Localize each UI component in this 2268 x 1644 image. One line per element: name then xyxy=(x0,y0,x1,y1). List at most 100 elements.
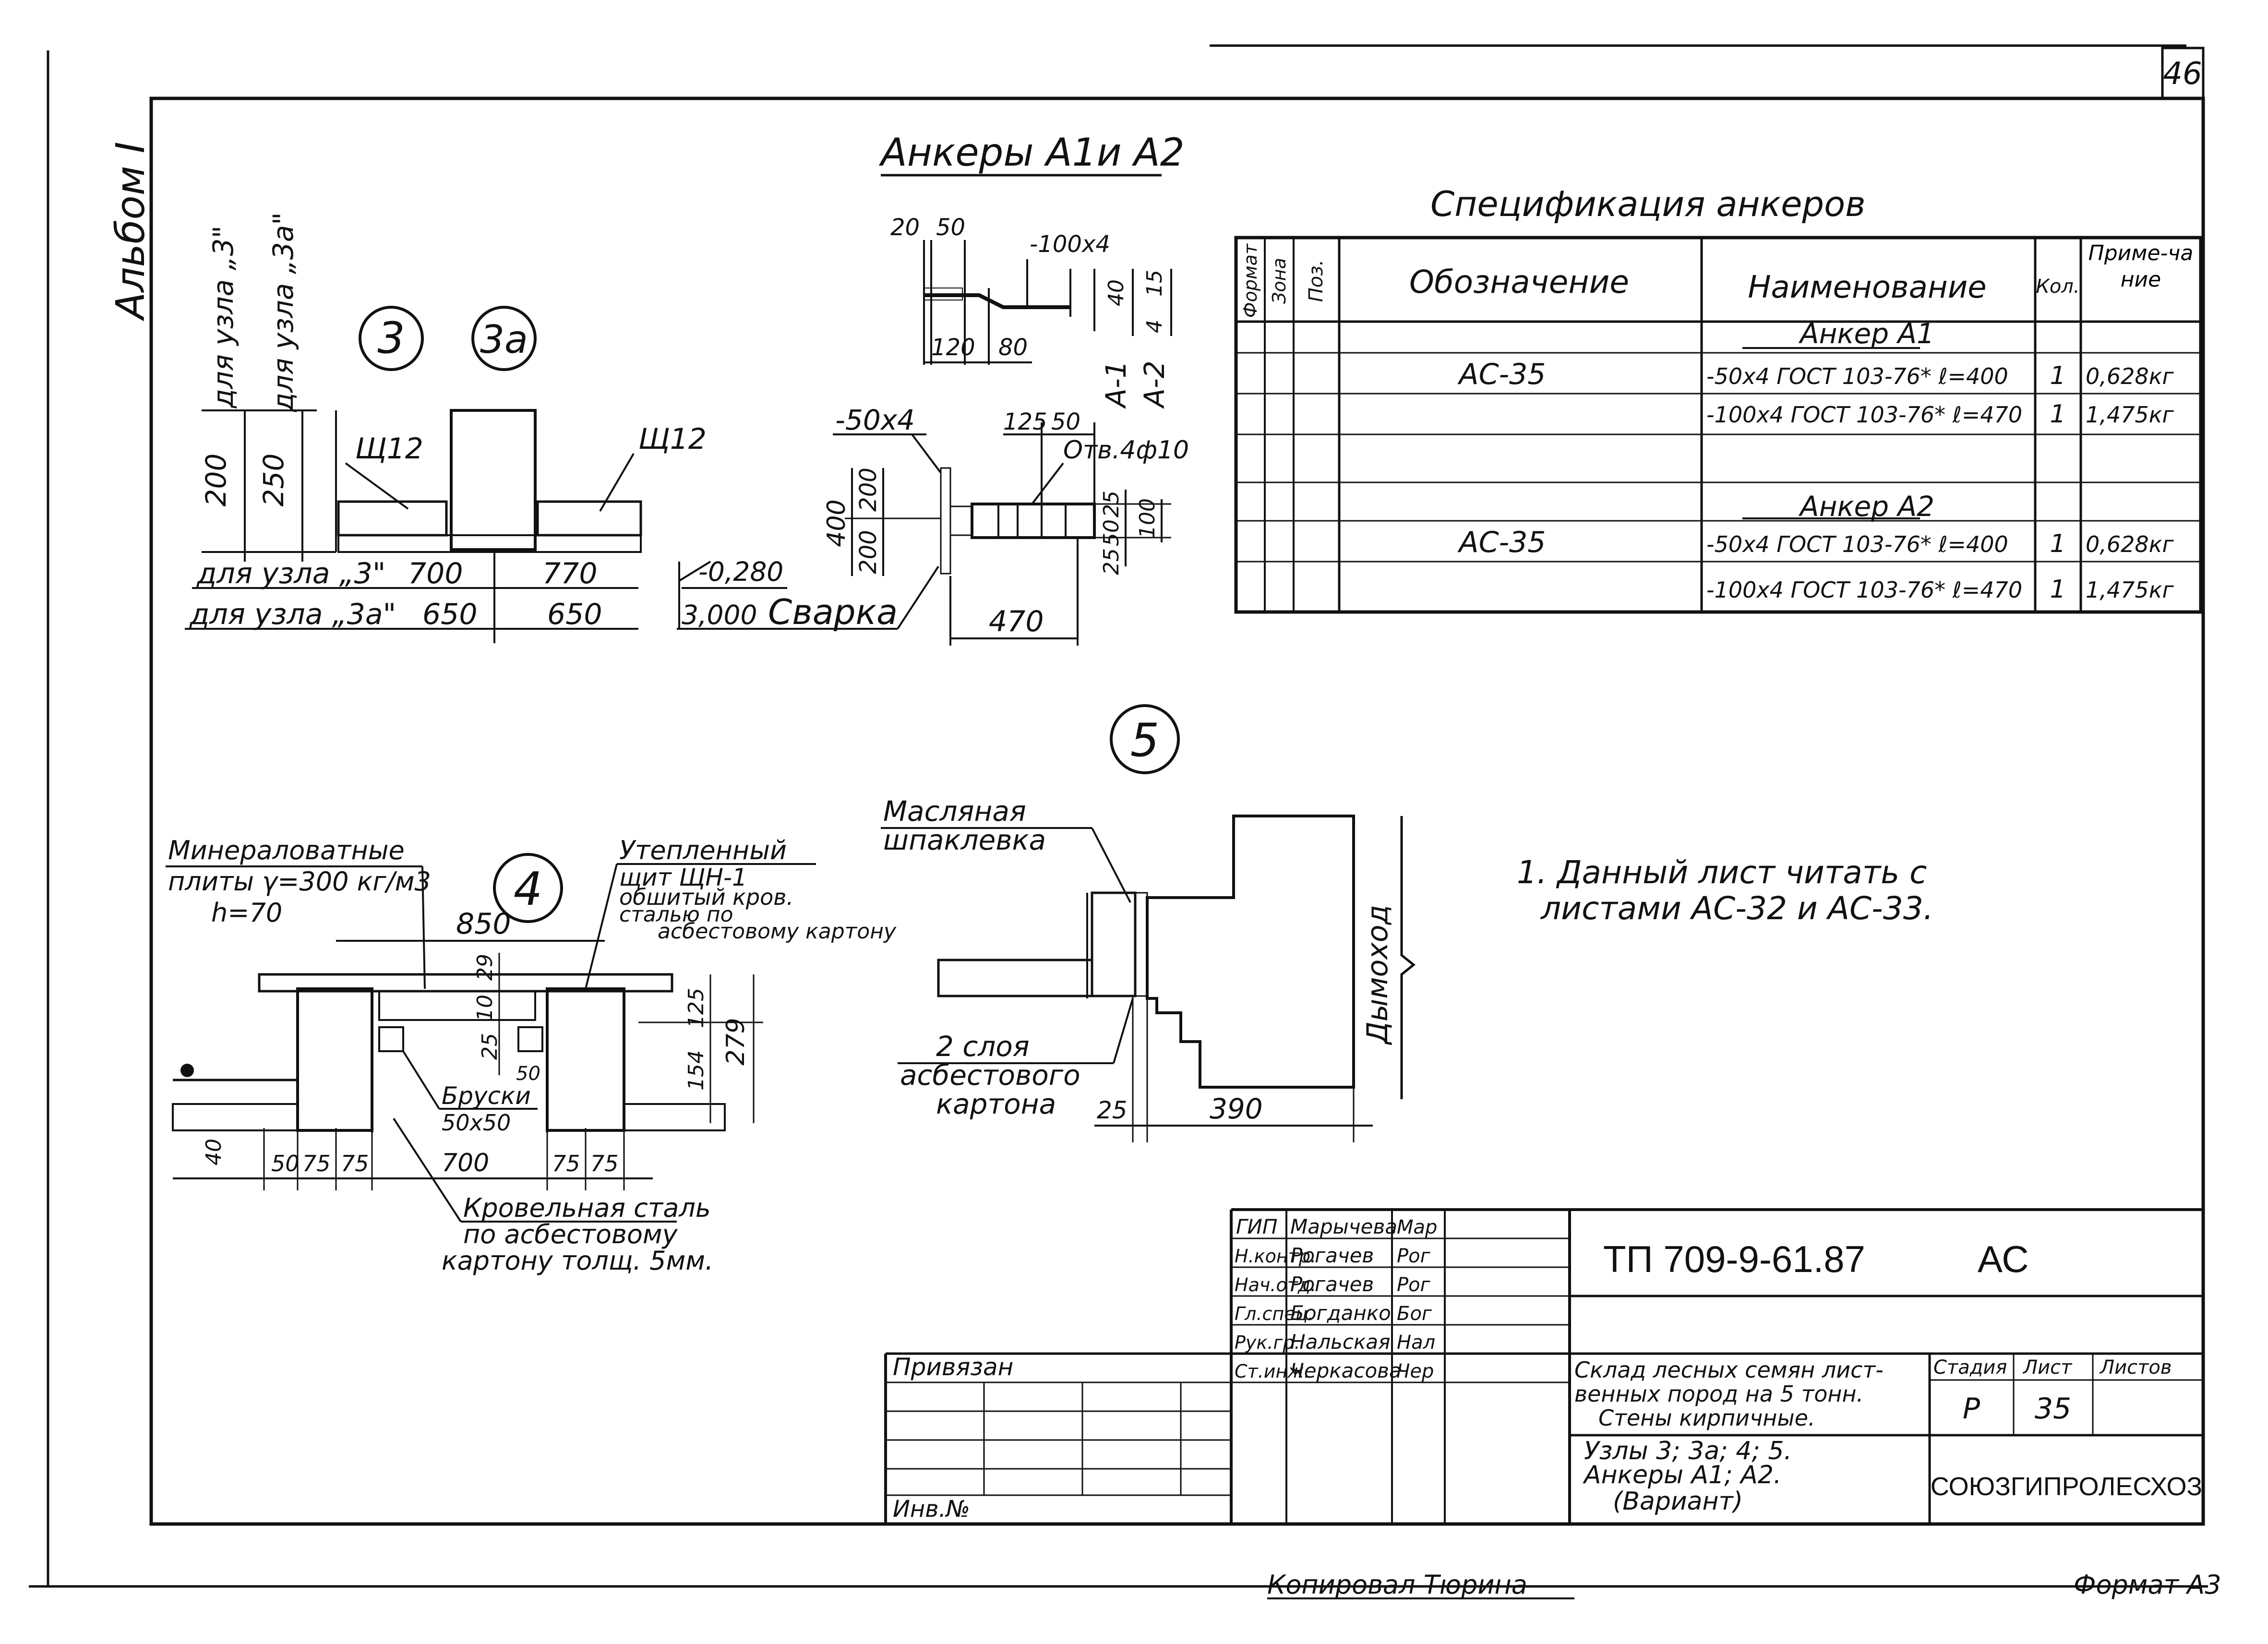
dim-75b: 75 xyxy=(341,1151,369,1176)
chimney-label: Дымоход xyxy=(1361,905,1394,1045)
spec-row-note: 1,475кг xyxy=(2086,402,2174,428)
anchor-d125: 125 xyxy=(1003,408,1047,435)
asbestos-label: асбестовому картону xyxy=(658,919,897,944)
dim-40: 40 xyxy=(202,1139,226,1165)
node4-right-post xyxy=(546,987,625,1132)
node-5-label: 5 xyxy=(1130,714,1159,767)
anchor-a2: А-2 xyxy=(1138,360,1171,409)
anchor-d25b: 25 xyxy=(1099,548,1124,575)
object-line-1: Склад лесных семян лист- xyxy=(1574,1357,1884,1383)
note-line-2: листами АС-32 и АС-33. xyxy=(1540,890,1933,927)
spec-header-pos: Поз. xyxy=(1305,260,1327,302)
dim-125: 125 xyxy=(684,988,708,1028)
spec-row-note: 0,628кг xyxy=(2086,531,2174,557)
staff-sign: Рог xyxy=(1397,1245,1431,1267)
spec-header-note: Приме-чание xyxy=(2088,241,2194,292)
dim-29: 29 xyxy=(473,954,497,981)
roof-steel: Кровельная сталь xyxy=(463,1193,711,1223)
copied-by: Копировал Тюрина xyxy=(1267,1570,1527,1600)
spec-header-designation: Обозначение xyxy=(1409,264,1629,300)
cardboard-thickness: картону толщ. 5мм. xyxy=(442,1246,713,1276)
h70: h=70 xyxy=(211,898,282,928)
plates-density: плиты γ=300 кг/м3 xyxy=(168,866,431,897)
spec-row: АС-35 -50х4 ГОСТ 103-76* ℓ=400 1 0,628кг xyxy=(1457,358,2174,391)
stage-header: Стадия xyxy=(1933,1356,2007,1379)
node3-right-shield xyxy=(536,500,642,537)
object-line-2: венных пород на 5 тонн. xyxy=(1574,1381,1863,1407)
spec-title: Спецификация анкеров xyxy=(1430,184,1866,224)
staff-name: Марычева xyxy=(1290,1215,1397,1238)
staff-row: ГИП Марычева Мар xyxy=(1236,1215,1437,1238)
staff-role: ГИП xyxy=(1236,1215,1277,1238)
dim-279: 279 xyxy=(721,1018,750,1065)
sheets-header: Листов xyxy=(2099,1356,2172,1379)
anchor-d120: 120 xyxy=(931,334,975,361)
dim-650b: 650 xyxy=(547,598,602,631)
staff-row: Гл.спец. Богданко Бог xyxy=(1235,1301,1432,1325)
insulated-label: Утепленный xyxy=(619,835,787,865)
dim-50: 50 xyxy=(516,1063,540,1085)
spec-row-qty: 1 xyxy=(2050,529,2065,558)
dim-700: 700 xyxy=(408,557,463,590)
spec-row-name: -100х4 ГОСТ 103-76* ℓ=470 xyxy=(1706,577,2022,603)
anchor-d200b: 200 xyxy=(855,530,882,574)
specification-table: Спецификация анкеров Формат Зона Поз. Об… xyxy=(1234,184,2203,614)
dim-75c: 75 xyxy=(552,1151,580,1176)
node-4-marker xyxy=(493,853,563,923)
anchor-plate xyxy=(940,467,951,575)
staff-sign: Рог xyxy=(1397,1274,1431,1296)
mineral-wool: Минераловатные xyxy=(168,835,405,865)
spec-anchor-a1: Анкер А1 xyxy=(1798,317,1934,350)
doc-code: ТП 709-9-61.87 xyxy=(1603,1238,1865,1280)
dim-200: 200 xyxy=(200,454,232,507)
two-layers: 2 слоя xyxy=(936,1030,1030,1063)
spec-header-qty: Кол. xyxy=(2036,276,2079,298)
level-plus: 3,000 xyxy=(682,600,757,630)
sh12-left: Щ12 xyxy=(355,432,423,466)
anchor-dot xyxy=(180,1064,194,1077)
staff-role: Нач.отд. xyxy=(1235,1274,1316,1296)
anchor-d80: 80 xyxy=(998,334,1028,361)
anchor-d100: 100 xyxy=(1135,498,1160,539)
asbestos-1: асбестового xyxy=(900,1059,1080,1092)
dim-75d: 75 xyxy=(590,1151,619,1176)
asbestos-2: картона xyxy=(936,1088,1056,1120)
staff-sign: Мар xyxy=(1397,1216,1437,1238)
sheet-frame xyxy=(29,44,2208,1588)
sheet-header: Лист xyxy=(2022,1356,2073,1379)
spec-row: -100х4 ГОСТ 103-76* ℓ=470 1 1,475кг xyxy=(1706,400,2174,429)
title-block xyxy=(884,1208,2203,1524)
doc-mark: АС xyxy=(1978,1238,2029,1280)
anchor-strip-50x4: -50х4 xyxy=(835,404,915,436)
node3-left-shield xyxy=(337,500,448,537)
staff-row: Рук.гр. Нальская Нал xyxy=(1235,1330,1435,1354)
dim-75a: 75 xyxy=(302,1151,331,1176)
node-3-label: 3 xyxy=(377,313,405,363)
anchors-section: Анкеры А1и А2 20 50 -100х4 40 15 4 120 8… xyxy=(822,130,1189,646)
anchor-d20: 20 xyxy=(890,214,920,241)
staff-rows: ГИП Марычева Мар Н.контр. Рогачев Рог На… xyxy=(1235,1215,1437,1382)
for-node-3a-vertical: для узла „3а" xyxy=(267,212,300,412)
anchor-holes: Отв.4ф10 xyxy=(1063,436,1189,465)
note-line-1: 1. Данный лист читать с xyxy=(1517,854,1927,891)
dim-850: 850 xyxy=(456,907,511,941)
dim-154: 154 xyxy=(684,1050,708,1091)
shield-label: щит ЩН-1 xyxy=(619,864,747,891)
anchors-title: Анкеры А1и А2 xyxy=(878,130,1185,175)
dim-25-node5: 25 xyxy=(1097,1096,1128,1124)
staff-name: Богданко xyxy=(1290,1301,1391,1325)
node-5-marker xyxy=(1110,704,1180,774)
on-asbestos: по асбестовому xyxy=(463,1219,678,1249)
staff-role: Гл.спец. xyxy=(1235,1303,1314,1324)
staff-sign: Нал xyxy=(1397,1332,1435,1354)
stage-value: Р xyxy=(1963,1392,1980,1426)
node3-timber-post xyxy=(450,409,537,551)
steel-on-label: сталью по xyxy=(619,902,733,927)
node-3a-label: 3а xyxy=(480,317,528,362)
dim-700-node4: 700 xyxy=(442,1149,489,1177)
node4-left-post xyxy=(296,987,373,1132)
dim-650: 650 xyxy=(422,598,478,631)
bound-label: Привязан xyxy=(893,1353,1013,1381)
page-number: 46 xyxy=(2163,56,2202,92)
staff-role: Н.контр. xyxy=(1235,1246,1316,1267)
